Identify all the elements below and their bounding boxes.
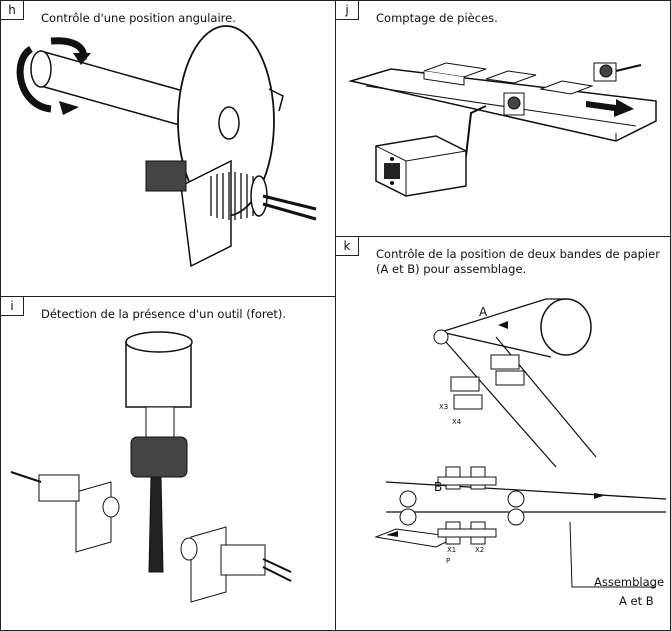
label-sensor-x2: X2 bbox=[475, 546, 485, 554]
panel-tag-i: i bbox=[1, 297, 24, 316]
label-sensor-p: P bbox=[446, 557, 451, 565]
illustration-angular-position bbox=[16, 25, 317, 268]
panel-title-k-line1: Contrôle de la position de deux bandes d… bbox=[376, 247, 660, 261]
label-assembly-line1: Assemblage bbox=[594, 575, 665, 589]
panel-h: h Contrôle d'une position angulaire. bbox=[0, 0, 336, 297]
label-band-b: B bbox=[434, 480, 443, 494]
label-sensor-x1: X1 bbox=[447, 546, 457, 554]
panel-title-j: Comptage de pièces. bbox=[376, 11, 498, 25]
panel-i: i Détection de la présence d'un outil (f… bbox=[0, 296, 336, 631]
panel-j: j Comptage de pièces. bbox=[335, 0, 671, 237]
illustration-tool-detection bbox=[10, 331, 292, 603]
panel-tag-h: h bbox=[1, 1, 24, 20]
panel-tag-j: j bbox=[336, 1, 359, 20]
panel-title-h: Contrôle d'une position angulaire. bbox=[41, 11, 236, 25]
label-band-a: A bbox=[479, 305, 488, 319]
label-sensor-x4: X4 bbox=[452, 418, 462, 426]
illustration-part-counting bbox=[348, 62, 657, 197]
illustration-paper-bands bbox=[374, 298, 667, 588]
panel-tag-k: k bbox=[336, 237, 359, 256]
panel-title-i: Détection de la présence d'un outil (for… bbox=[41, 307, 287, 321]
panel-title-k: Contrôle de la position de deux bandes d… bbox=[376, 247, 660, 277]
panel-k: k Contrôle de la position de deux bandes… bbox=[335, 236, 671, 631]
label-assembly-line2: A et B bbox=[619, 594, 654, 608]
label-sensor-x3: X3 bbox=[439, 403, 449, 411]
panel-title-k-line2: (A et B) pour assemblage. bbox=[376, 262, 527, 276]
